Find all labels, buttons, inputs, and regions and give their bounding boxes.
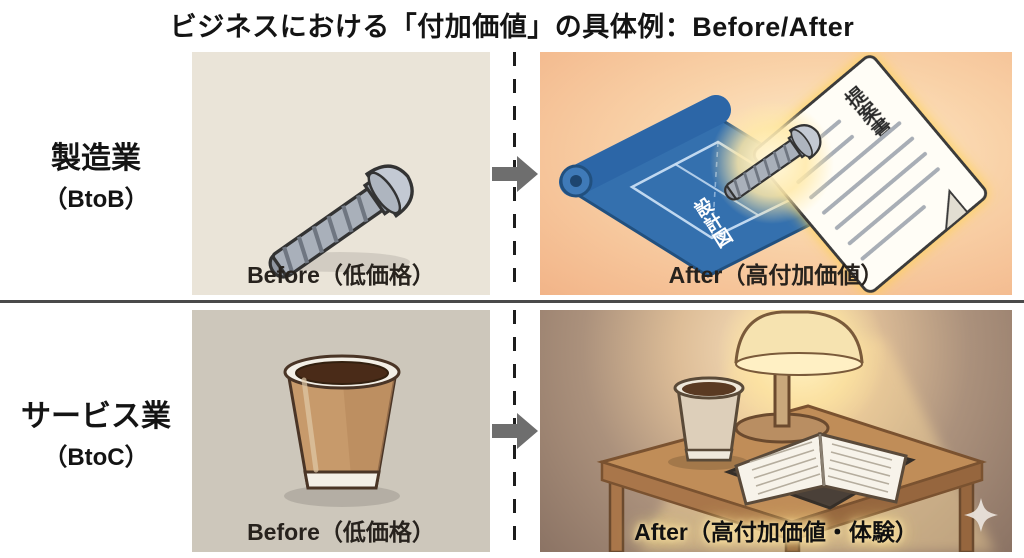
row1-category: 製造業 （BtoB） xyxy=(0,52,192,295)
table-lamp xyxy=(734,310,864,444)
row2-after-caption: After（高付加価値・体験） xyxy=(634,519,918,545)
row1-after-panel: 設計図 提案書 xyxy=(540,52,1012,295)
right-arrow-icon xyxy=(492,413,538,449)
row2-arrow-col xyxy=(490,310,540,552)
row1-after-caption: After（高付加価値） xyxy=(668,262,884,288)
page-title: ビジネスにおける「付加価値」の具体例：Before/After xyxy=(169,12,855,42)
row2-after-panel: After（高付加価値・体験） xyxy=(540,310,1012,552)
blueprint: 設計図 xyxy=(559,95,859,278)
row1-category-name: 製造業 xyxy=(51,142,141,175)
row2-before-caption: Before（低価格） xyxy=(247,519,435,545)
coffee-cup xyxy=(668,376,748,470)
right-arrow-icon xyxy=(492,155,538,192)
cozy-reading-scene-illustration xyxy=(596,310,998,552)
row2-before-panel: Before（低価格） xyxy=(192,310,490,552)
coffee-cup-illustration xyxy=(283,354,401,507)
row2-category-sub: （BtoC） xyxy=(43,443,149,471)
row-divider-line xyxy=(0,300,1024,303)
blueprint-proposal-illustration: 設計図 提案書 xyxy=(559,55,988,293)
sparkle-icon xyxy=(964,498,998,532)
row1-before-panel: Before（低価格） xyxy=(192,52,490,295)
open-book xyxy=(723,431,916,510)
row2-category: サービス業 （BtoC） xyxy=(0,310,192,552)
row1-category-sub: （BtoB） xyxy=(43,186,149,213)
row1-arrow-col xyxy=(490,52,540,295)
row1-before-caption: Before（低価格） xyxy=(247,262,435,288)
screw-illustration xyxy=(192,52,490,295)
row2-category-name: サービス業 xyxy=(21,399,171,433)
glowing-screw xyxy=(710,100,834,224)
